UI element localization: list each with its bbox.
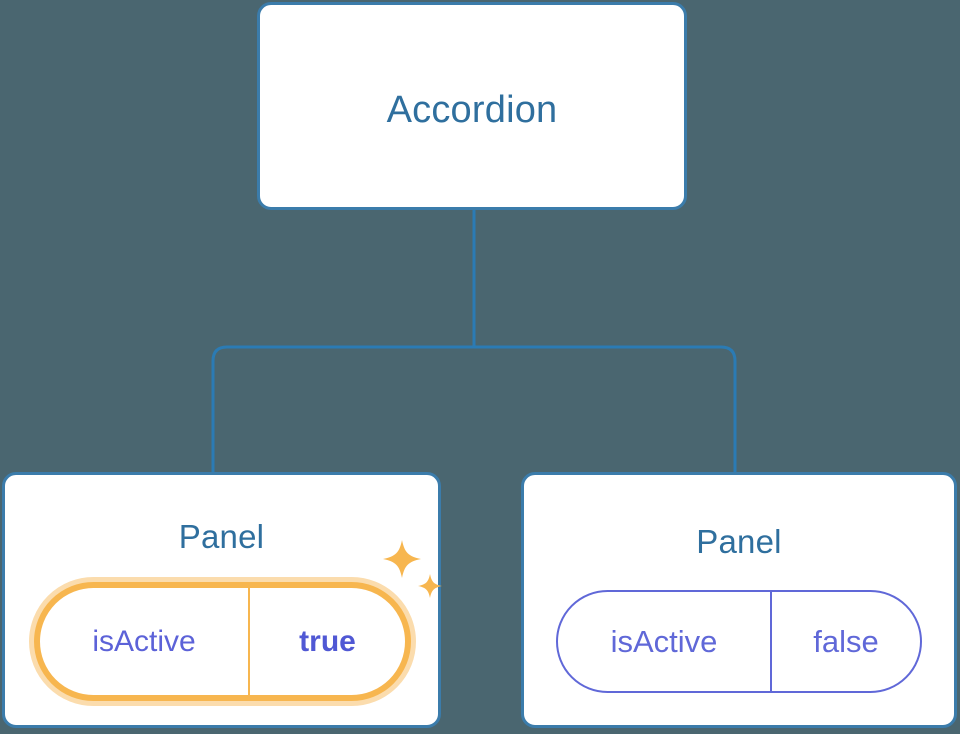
prop-value-label: false <box>770 592 920 691</box>
prop-key-label: isActive <box>92 624 196 658</box>
prop-pill-inner: isActive false <box>558 592 920 691</box>
node-panel-1-title: Panel <box>696 523 782 560</box>
node-panel-0-title: Panel <box>178 518 265 555</box>
connector-edge-panel-1 <box>474 345 737 472</box>
prop-pill-panel-0-isactive[interactable]: isActive true <box>29 577 416 706</box>
node-accordion[interactable]: Accordion <box>257 2 687 210</box>
prop-pill-panel-1-isactive[interactable]: isActive false <box>556 590 922 693</box>
prop-value-label: true <box>248 588 405 695</box>
prop-pill-inner: isActive true <box>34 582 411 701</box>
connector-edge-panel-0 <box>211 345 474 472</box>
prop-key-label: isActive <box>610 623 718 659</box>
node-accordion-title: Accordion <box>386 89 558 131</box>
